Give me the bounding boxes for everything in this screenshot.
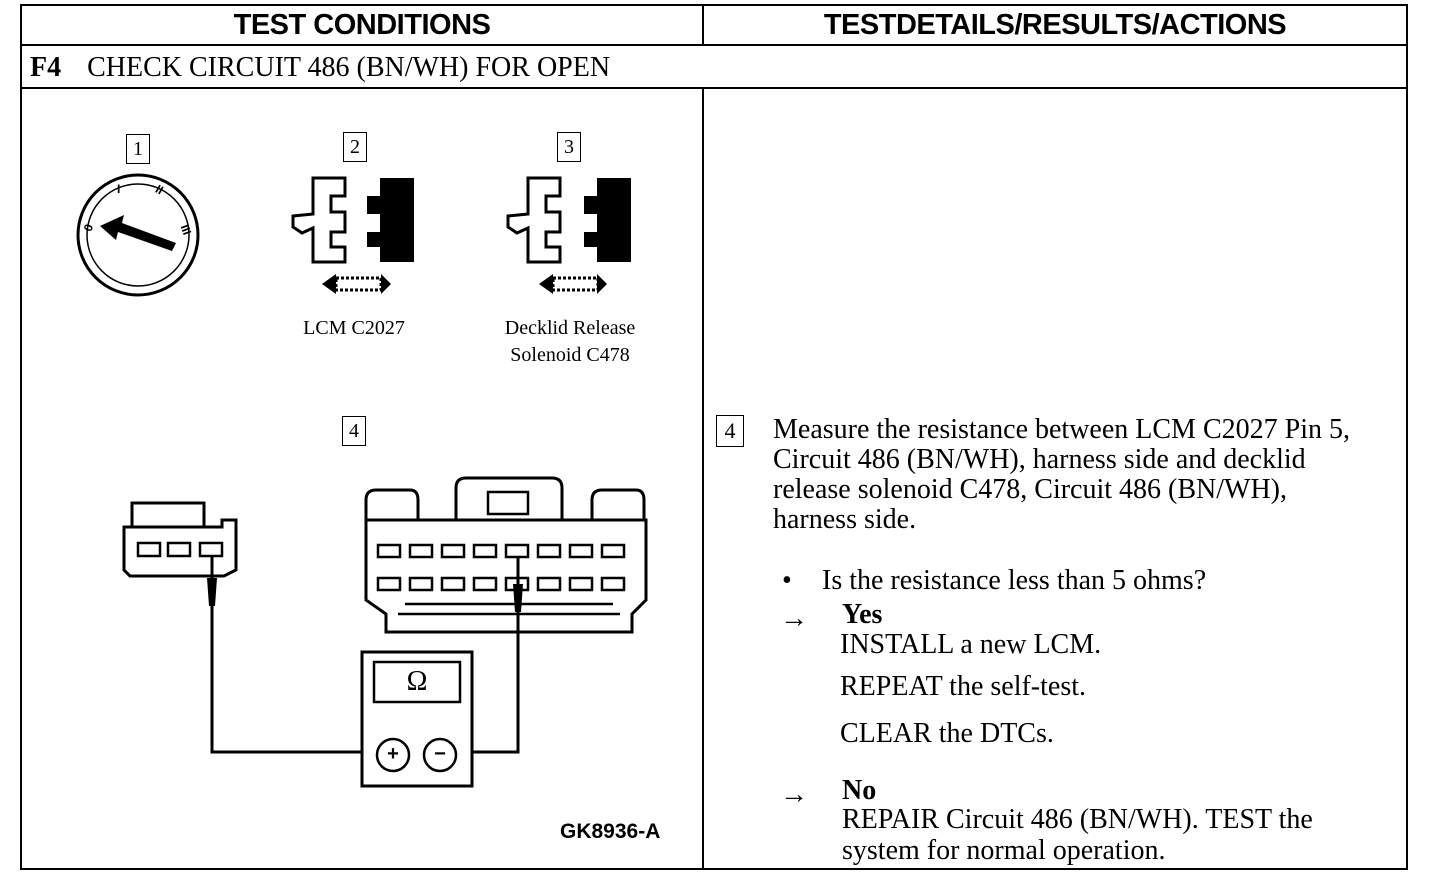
header-test-details: TESTDETAILS/RESULTS/ACTIONS (823, 9, 1287, 41)
meter-ohm-symbol: Ω (406, 666, 428, 697)
meter-leads (207, 556, 523, 754)
callout-1: 1 (126, 134, 150, 164)
figure-code: GK8936-A (560, 820, 661, 843)
test-table (20, 4, 1408, 870)
header-rule (20, 44, 1408, 46)
meter-minus-terminal: − (434, 743, 446, 765)
no-label: No (842, 775, 877, 806)
header-test-conditions: TEST CONDITIONS (233, 9, 491, 41)
no-action-test: system for normal operation. (842, 835, 1166, 866)
step-title-row: F4 CHECK CIRCUIT 486 (BN/WH) FOR OPEN (30, 50, 610, 86)
callout-2: 2 (343, 132, 367, 162)
details-step-number: 4 (716, 415, 744, 447)
connector-disconnect-icon-decklid (506, 176, 631, 294)
no-action-repair: REPAIR Circuit 486 (BN/WH). TEST the (842, 804, 1313, 835)
yes-action-clear: CLEAR the DTCs. (840, 718, 1054, 749)
connector-disconnect-icon-lcm (291, 176, 414, 294)
yes-action-install: INSTALL a new LCM. (840, 629, 1102, 660)
callout-4: 4 (342, 416, 366, 446)
question-text: Is the resistance less than 5 ohms? (822, 565, 1207, 596)
lcm-connector-icon (364, 476, 648, 634)
decklid-connector-label-line1: Decklid Release (504, 317, 636, 339)
yes-label: Yes (842, 599, 883, 630)
yes-arrow-icon: → (780, 603, 808, 634)
meter-plus-terminal: + (387, 743, 399, 765)
lcm-connector-label: LCM C2027 (303, 317, 405, 339)
solenoid-connector-icon (122, 501, 238, 578)
yes-action-repeat: REPEAT the self-test. (840, 671, 1087, 702)
instruction-text: Measure the resistance between LCM C2027… (773, 415, 1403, 535)
column-divider (702, 87, 704, 870)
decklid-connector-label-line2: Solenoid C478 (510, 344, 630, 366)
step-code: F4 (30, 52, 62, 83)
callout-3: 3 (557, 132, 581, 162)
instruction-line: harness side. (773, 504, 917, 535)
instruction-line: release solenoid C478, Circuit 486 (BN/W… (773, 474, 1288, 505)
instruction-line: Measure the resistance between LCM C2027… (773, 414, 1350, 445)
instruction-line: Circuit 486 (BN/WH), harness side and de… (773, 444, 1306, 475)
step-rule (20, 87, 1408, 89)
test-illustration: 0 I II III (76, 173, 648, 788)
ignition-switch-icon: 0 I II III (76, 173, 200, 297)
no-arrow-icon: → (780, 779, 808, 810)
bullet-icon: • (782, 565, 792, 596)
svg-text:I: I (117, 182, 120, 196)
step-title: CHECK CIRCUIT 486 (BN/WH) FOR OPEN (87, 52, 611, 83)
svg-text:0: 0 (81, 222, 97, 233)
column-divider-top (702, 4, 704, 46)
svg-text:III: III (178, 223, 195, 237)
ohmmeter-icon (360, 650, 474, 788)
